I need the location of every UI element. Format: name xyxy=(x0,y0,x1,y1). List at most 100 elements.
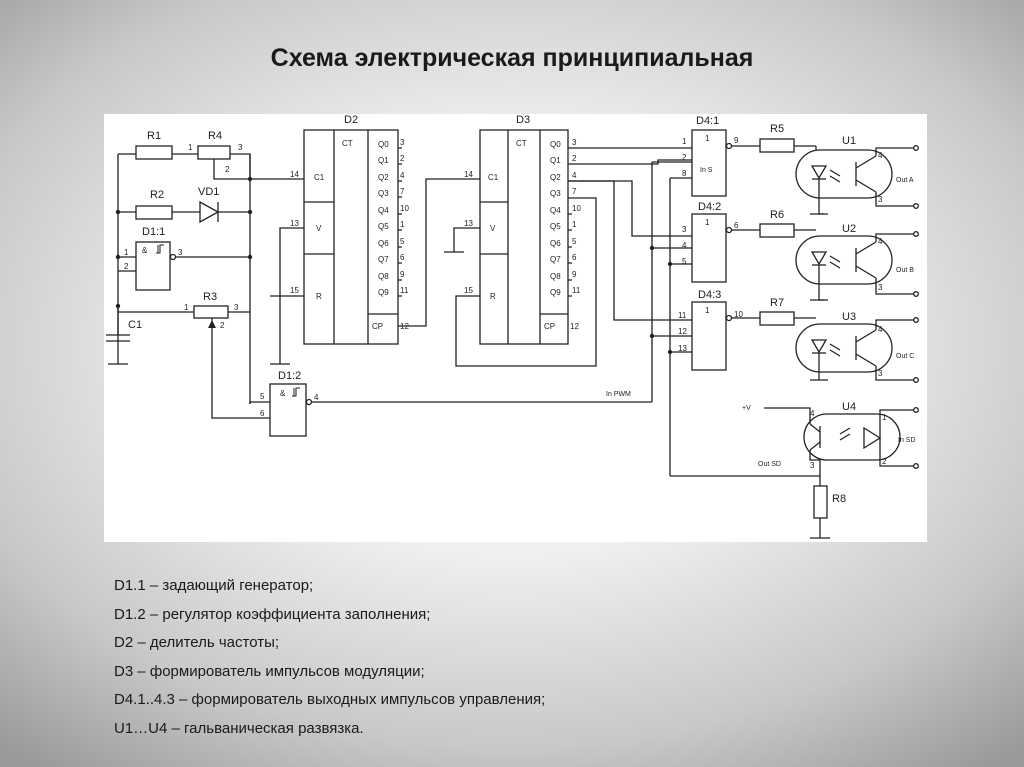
d3-pin-15: 15 xyxy=(464,286,473,295)
label-r6: R6 xyxy=(770,209,784,221)
legend-item: D1.1 – задающий генератор; xyxy=(114,577,314,594)
d3-c1: C1 xyxy=(488,173,499,182)
gate-d4-1 xyxy=(691,129,727,197)
d3-q4: Q4 xyxy=(550,206,561,215)
d2-q2: Q2 xyxy=(378,173,389,182)
pin-d1-1-2: 2 xyxy=(124,262,129,271)
pin-d1-2-4: 4 xyxy=(314,393,319,402)
d2-q1: Q1 xyxy=(378,156,389,165)
pin-d1-1-3: 3 xyxy=(178,248,183,257)
label-d3: D3 xyxy=(516,114,530,126)
label-r7: R7 xyxy=(770,297,784,309)
u4-pin-2: 2 xyxy=(882,457,887,466)
d4-1-one: 1 xyxy=(705,134,710,143)
d2-pin-3: 3 xyxy=(400,138,405,147)
d2-c1: C1 xyxy=(314,173,325,182)
d3-pin-3: 3 xyxy=(572,138,577,147)
d3-q9: Q9 xyxy=(550,288,561,297)
d3-pin-2: 2 xyxy=(572,154,577,163)
legend-item: D1.2 – регулятор коэффициента заполнения… xyxy=(114,605,431,623)
d4-1-pin-8: 8 xyxy=(682,169,687,178)
optocoupler-u1: U1 4 3 Out A xyxy=(795,135,916,215)
label-out-b: Out B xyxy=(896,267,914,274)
u4-pin-1: 1 xyxy=(882,413,887,422)
label-r3: R3 xyxy=(203,291,217,303)
label-d1-1: D1:1 xyxy=(142,226,165,238)
d2-q3: Q3 xyxy=(378,189,389,198)
label-vplus: +V xyxy=(742,405,751,412)
d2-q7: Q7 xyxy=(378,255,389,264)
pin-d1-2-5: 5 xyxy=(260,392,265,401)
d4-2-pin-6: 6 xyxy=(734,221,739,230)
d3-pin-7: 7 xyxy=(572,187,577,196)
d2-ct: CT xyxy=(342,139,353,148)
u3-pin-3: 3 xyxy=(878,369,883,378)
d3-ct: CT xyxy=(516,139,527,148)
ic-d2 xyxy=(303,129,399,345)
ic-d3 xyxy=(479,129,569,345)
optocoupler-u1-body xyxy=(795,149,893,199)
output-resistors: R5 R6 R7 xyxy=(759,123,816,326)
u2-pin-4: 4 xyxy=(878,237,883,246)
legend-item: D4.1..4.3 – формирователь выходных импул… xyxy=(114,691,546,708)
resistor-r3 xyxy=(193,305,229,319)
d3-q8: Q8 xyxy=(550,272,561,281)
label-r5: R5 xyxy=(770,123,784,135)
optocoupler-u3: U3 4 3 Out C xyxy=(795,311,916,381)
d3-q7: Q7 xyxy=(550,255,561,264)
label-u1: U1 xyxy=(842,135,856,147)
d2-pin-2: 2 xyxy=(400,154,405,163)
legend-item: D3 – формирователь импульсов модуляции; xyxy=(114,662,425,680)
d3-pin-9: 9 xyxy=(572,270,577,279)
d2-q0: Q0 xyxy=(378,140,389,149)
d2-pin-1: 1 xyxy=(400,220,405,229)
d3-q6: Q6 xyxy=(550,239,561,248)
d2-pin-4: 4 xyxy=(400,171,405,180)
label-r1: R1 xyxy=(147,130,161,142)
d4-1-pin-1: 1 xyxy=(682,137,687,146)
u1-pin-4: 4 xyxy=(878,151,883,160)
d3-q2: Q2 xyxy=(550,173,561,182)
diode-vd1 xyxy=(199,200,220,224)
label-d4-1: D4:1 xyxy=(696,115,719,127)
d4-3-pin-12: 12 xyxy=(678,327,687,336)
d2-q9: Q9 xyxy=(378,288,389,297)
optocoupler-u2-body xyxy=(795,235,893,285)
resistor-r7 xyxy=(759,311,795,326)
label-d4-2: D4:2 xyxy=(698,201,721,213)
d3-q1: Q1 xyxy=(550,156,561,165)
resistor-r2 xyxy=(135,205,173,220)
counter-d3: D3 CT C1 V R CP 14 13 15 12 Q0 Q1 Q2 Q3 … xyxy=(444,114,692,367)
d4-2-pin-5: 5 xyxy=(682,257,687,266)
d2-pin-5: 5 xyxy=(400,237,405,246)
d3-pin-4: 4 xyxy=(572,171,577,180)
d2-pin-9: 9 xyxy=(400,270,405,279)
d3-pin-12: 12 xyxy=(570,322,579,331)
label-r4: R4 xyxy=(208,130,222,142)
resistor-r5 xyxy=(759,138,795,153)
d3-v: V xyxy=(490,224,496,233)
pin-r4-1: 1 xyxy=(188,143,193,152)
pin-r4-2: 2 xyxy=(225,165,230,174)
d3-pin-14: 14 xyxy=(464,170,473,179)
u4-pin-3: 3 xyxy=(810,461,815,470)
optocoupler-u2: U2 4 3 Out B xyxy=(795,223,916,301)
d3-q3: Q3 xyxy=(550,189,561,198)
d3-q5: Q5 xyxy=(550,222,561,231)
u2-pin-3: 3 xyxy=(878,283,883,292)
d3-cp: CP xyxy=(544,322,555,331)
d2-r: R xyxy=(316,292,322,301)
label-c1: C1 xyxy=(128,319,142,331)
label-d1-2: D1:2 xyxy=(278,370,301,382)
label-r8: R8 xyxy=(832,493,846,505)
d2-q4: Q4 xyxy=(378,206,389,215)
d4-3-pin-10: 10 xyxy=(734,310,743,319)
d3-pin-6: 6 xyxy=(572,253,577,262)
d2-q5: Q5 xyxy=(378,222,389,231)
slide-title: Схема электрическая принципиальная xyxy=(270,44,754,72)
pin-r3-2: 2 xyxy=(220,321,225,330)
output-terminals xyxy=(913,145,919,469)
d2-pin-15: 15 xyxy=(290,286,299,295)
pin-r3-1: 1 xyxy=(184,303,189,312)
u4-pin-4: 4 xyxy=(810,409,815,418)
